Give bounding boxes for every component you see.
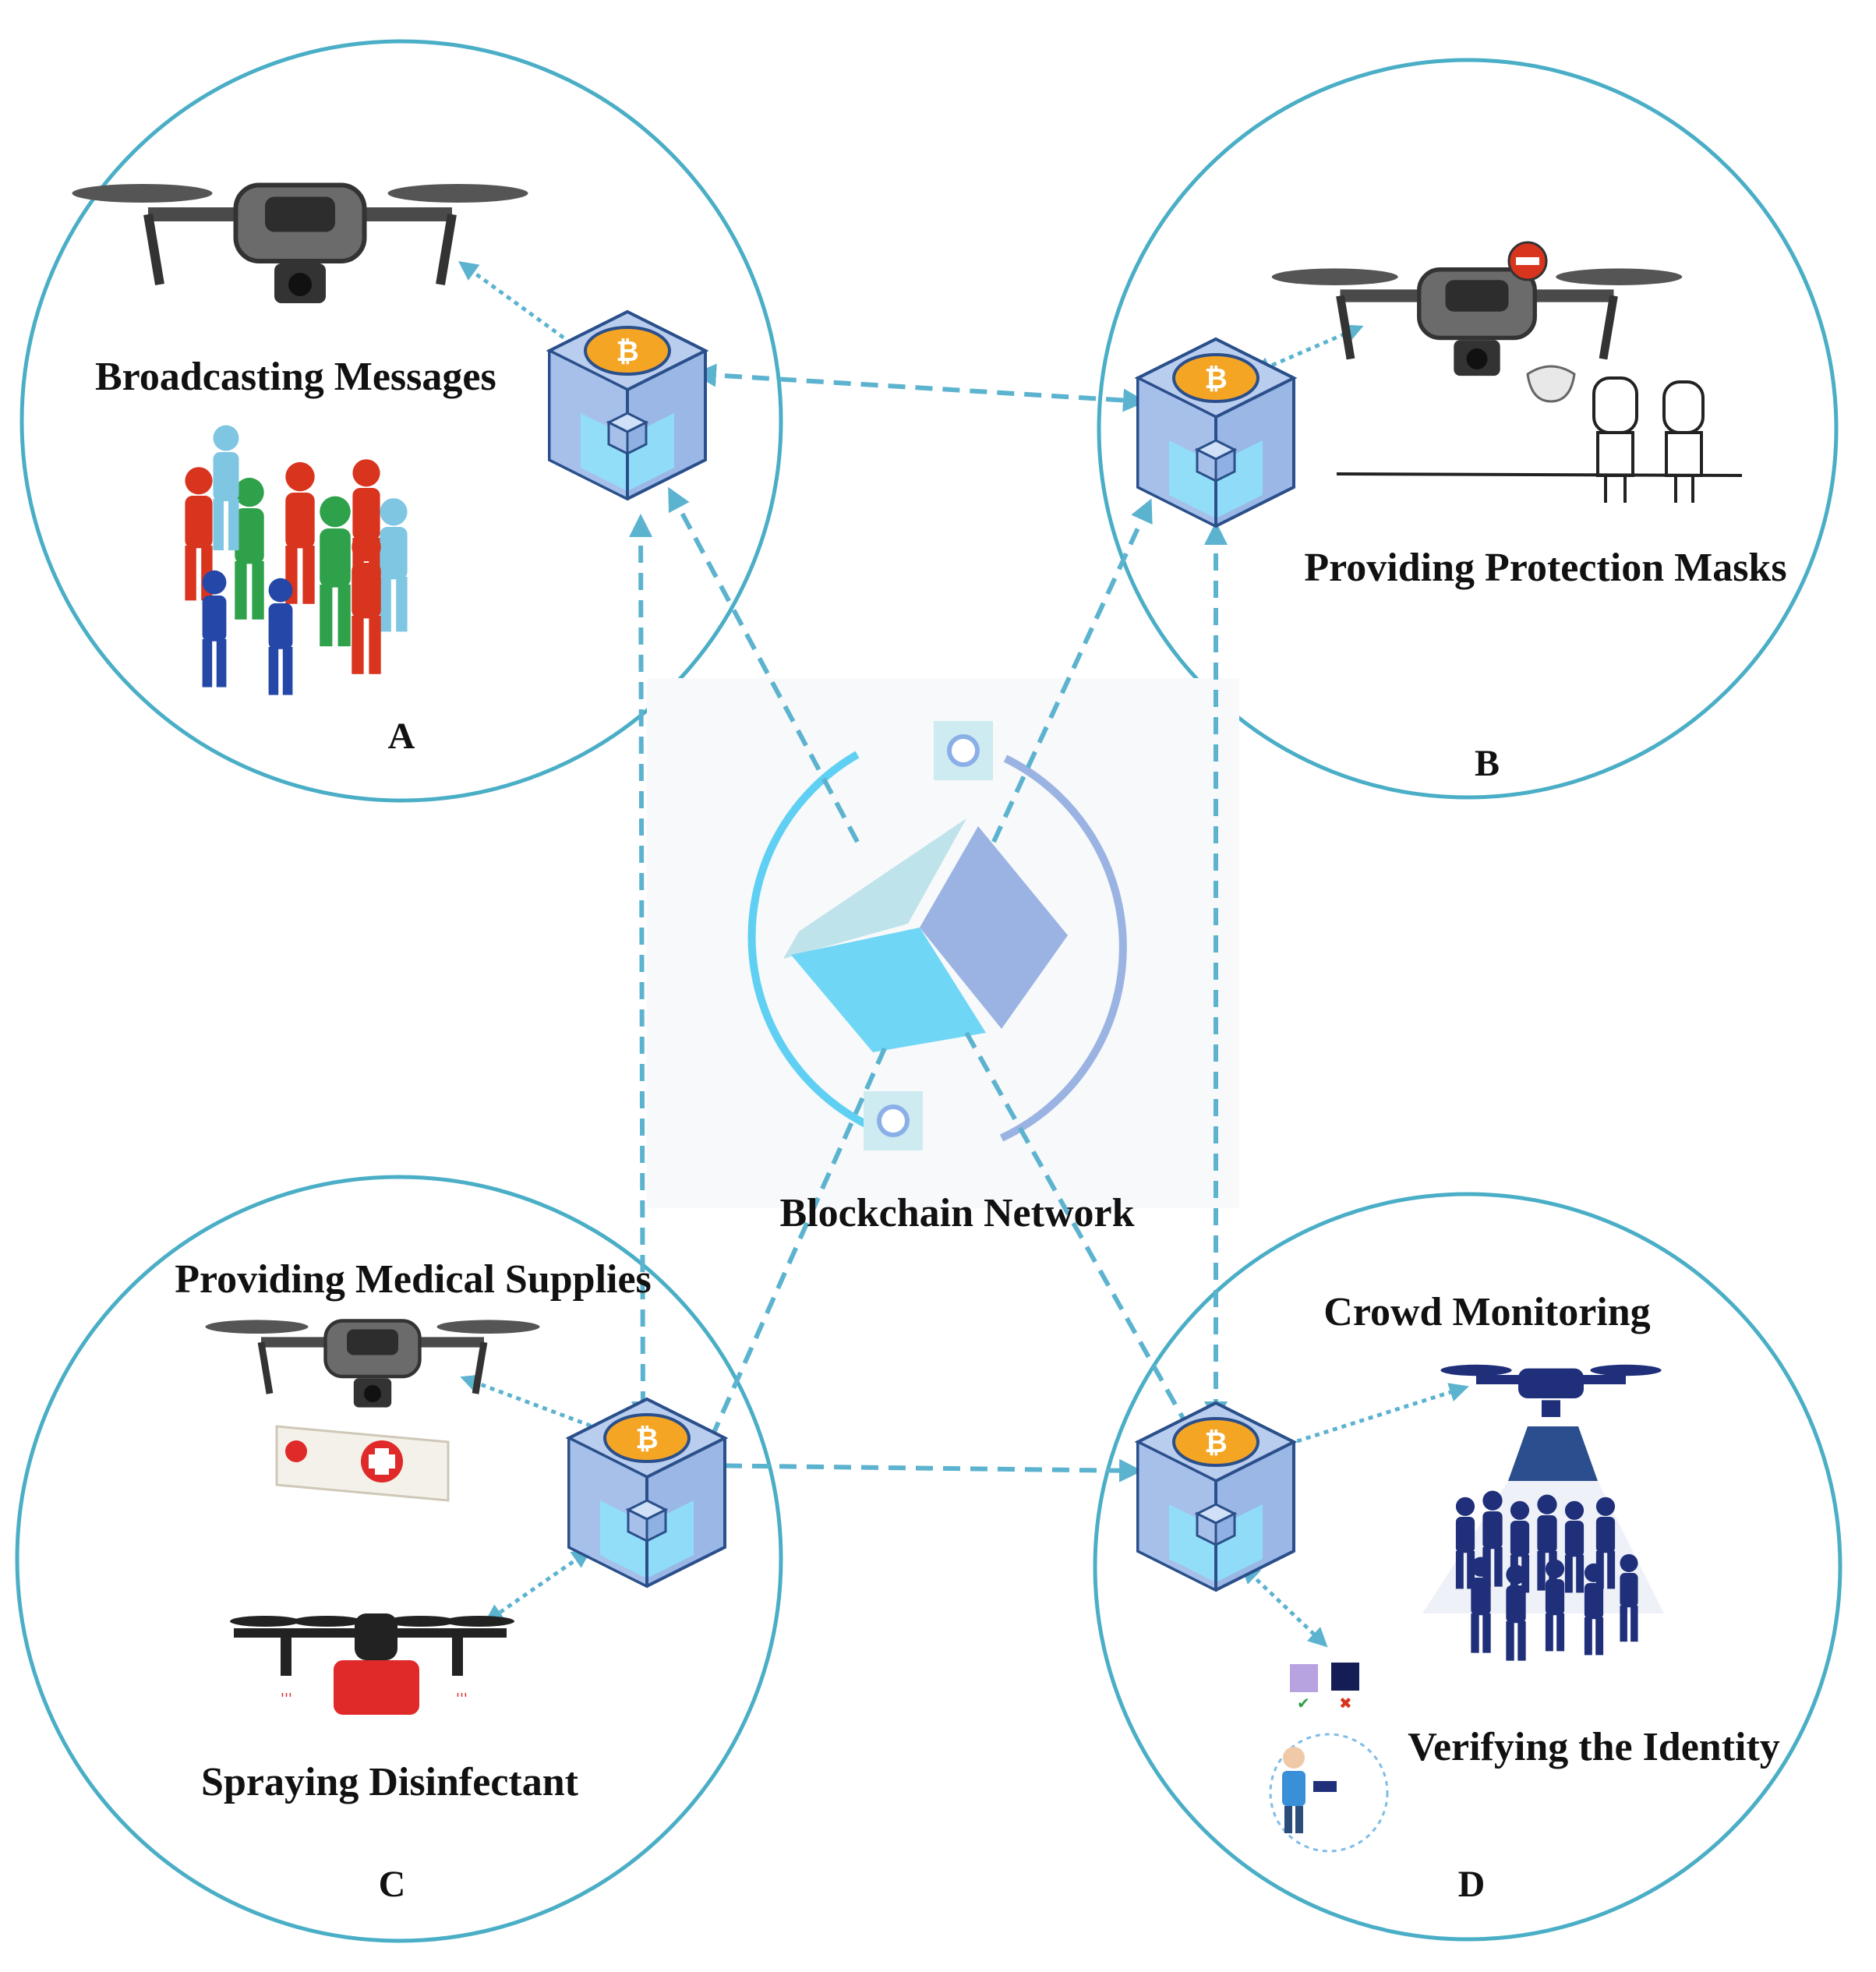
drone-icon-b <box>1272 268 1683 376</box>
region-a-letter: A <box>388 716 415 757</box>
center-label: Blockchain Network <box>780 1191 1135 1235</box>
sprayer-drone-icon: ''' ''' <box>230 1613 514 1715</box>
region-c-letter: C <box>379 1864 406 1905</box>
medical-box-icon <box>206 1320 540 1502</box>
region-c-label-top: Providing Medical Supplies <box>175 1257 652 1302</box>
blockchain-node-icon-c <box>567 1398 726 1588</box>
svg-text:✖: ✖ <box>1339 1694 1352 1712</box>
drone-icon-a <box>72 184 528 303</box>
region-d-letter: D <box>1458 1864 1486 1905</box>
blockchain-node-icon-a <box>548 310 707 500</box>
region-a-label: Broadcasting Messages <box>95 355 496 399</box>
region-b-letter: B <box>1475 743 1500 784</box>
blockchain-network-icon <box>647 678 1239 1208</box>
region-d-circle <box>1093 1192 1842 1942</box>
svg-text:''': ''' <box>281 1691 292 1707</box>
svg-text:✔: ✔ <box>1297 1694 1310 1712</box>
no-entry-sign-icon <box>1507 241 1548 281</box>
blockchain-node-icon-b <box>1136 338 1295 528</box>
region-c-circle <box>15 1175 783 1943</box>
region-b-circle <box>1097 58 1839 800</box>
people-with-masks-icon <box>1336 376 1743 503</box>
region-d-label-bottom: Verifying the Identity <box>1408 1725 1780 1769</box>
crowd-icon-a <box>185 425 408 695</box>
region-b-label: Providing Protection Masks <box>1304 546 1786 590</box>
blockchain-node-icon-d <box>1136 1401 1295 1592</box>
region-c-label-bottom: Spraying Disinfectant <box>201 1760 579 1804</box>
region-a-circle <box>19 39 783 803</box>
svg-text:''': ''' <box>456 1691 468 1707</box>
region-d-label-top: Crowd Monitoring <box>1323 1290 1650 1334</box>
mask-icon <box>1526 365 1576 403</box>
identity-verification-icon: ✔ ✖ <box>1269 1663 1389 1853</box>
